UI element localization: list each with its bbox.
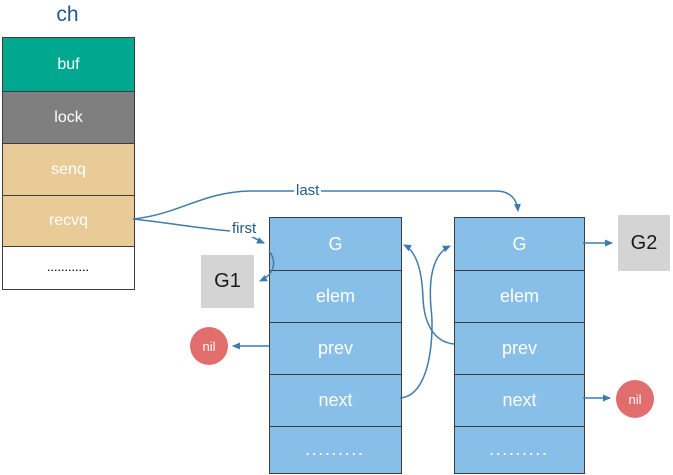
- ch-row-recvq-label: recvq: [48, 212, 89, 229]
- g1-row-prev-label: prev: [317, 338, 353, 358]
- g2-box-label: G2: [630, 231, 658, 254]
- g2-row-ellipsis-label: .........: [489, 442, 550, 458]
- arrow-prev2-to-g1-struct: [403, 244, 455, 345]
- g2-row-next: next: [455, 374, 584, 426]
- last-pointer-label: last: [294, 182, 322, 199]
- ch-struct-title: ch: [56, 3, 79, 26]
- g-struct-1: G elem prev next .........: [269, 217, 402, 474]
- nil-left-label: nil: [202, 338, 216, 354]
- nil-circle-left: nil: [190, 327, 228, 365]
- g2-row-elem: elem: [455, 270, 584, 322]
- ch-struct: buf lock senq recvq ............: [2, 37, 135, 290]
- g2-box: G2: [618, 215, 670, 271]
- g1-row-ellipsis: .........: [270, 426, 401, 473]
- g2-row-prev-label: prev: [501, 338, 537, 358]
- ch-row-lock-label: lock: [54, 108, 83, 126]
- ch-row-lock: lock: [3, 91, 134, 143]
- nil-circle-right: nil: [616, 380, 654, 418]
- first-pointer-label: first: [230, 220, 259, 237]
- ch-row-buf-label: buf: [57, 55, 80, 73]
- g1-row-ellipsis-label: .........: [305, 442, 366, 458]
- arrow-recvq-to-last: [132, 190, 521, 220]
- ch-row-ellipsis: ............: [3, 246, 134, 289]
- g-struct-2: G elem prev next .........: [454, 217, 585, 474]
- g1-row-next-label: next: [318, 390, 353, 410]
- ch-row-ellipsis-label: ............: [47, 263, 90, 273]
- g1-row-next: next: [270, 374, 401, 426]
- g2-row-g: G: [455, 218, 584, 270]
- g1-row-elem-label: elem: [315, 286, 355, 306]
- nil-right-label: nil: [628, 391, 642, 407]
- g2-row-next-label: next: [502, 390, 537, 410]
- g1-row-g: G: [270, 218, 401, 270]
- g2-row-ellipsis: .........: [455, 426, 584, 473]
- g1-box: G1: [201, 255, 254, 308]
- g1-box-label: G1: [214, 270, 241, 292]
- g2-row-g-label: G: [512, 233, 527, 254]
- g1-row-prev: prev: [270, 322, 401, 374]
- arrow-next1-to-g2-struct: [399, 245, 451, 399]
- g1-row-g-label: G: [328, 233, 343, 254]
- g1-row-elem: elem: [270, 270, 401, 322]
- g2-row-prev: prev: [455, 322, 584, 374]
- g2-row-elem-label: elem: [499, 286, 539, 306]
- ch-row-recvq: recvq: [3, 195, 134, 246]
- ch-row-senq-label: senq: [51, 160, 86, 178]
- ch-row-senq: senq: [3, 143, 134, 195]
- ch-row-buf: buf: [3, 38, 134, 91]
